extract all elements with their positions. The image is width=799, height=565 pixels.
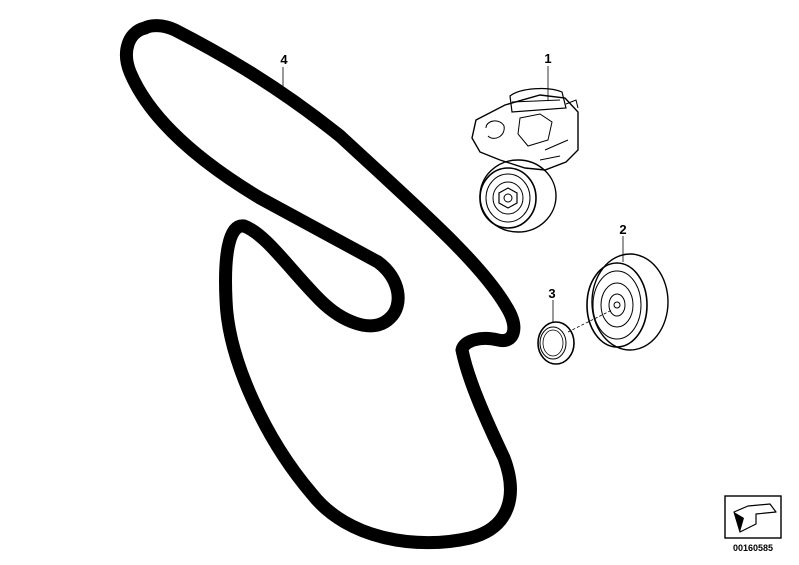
callout-2: 2 (619, 222, 626, 237)
direction-arrow-icon (724, 495, 782, 539)
belt-tensioner-part-1[interactable] (471, 87, 579, 233)
callout-1: 1 (544, 51, 551, 66)
idler-pulley-part-2[interactable] (586, 253, 669, 351)
drive-belt-part-4[interactable] (120, 19, 521, 550)
callout-4: 4 (280, 52, 288, 67)
leader-lines (282, 66, 624, 333)
cover-cap-part-3[interactable] (537, 321, 575, 365)
callout-3: 3 (548, 286, 555, 301)
diagram-code: 00160585 (733, 543, 773, 553)
